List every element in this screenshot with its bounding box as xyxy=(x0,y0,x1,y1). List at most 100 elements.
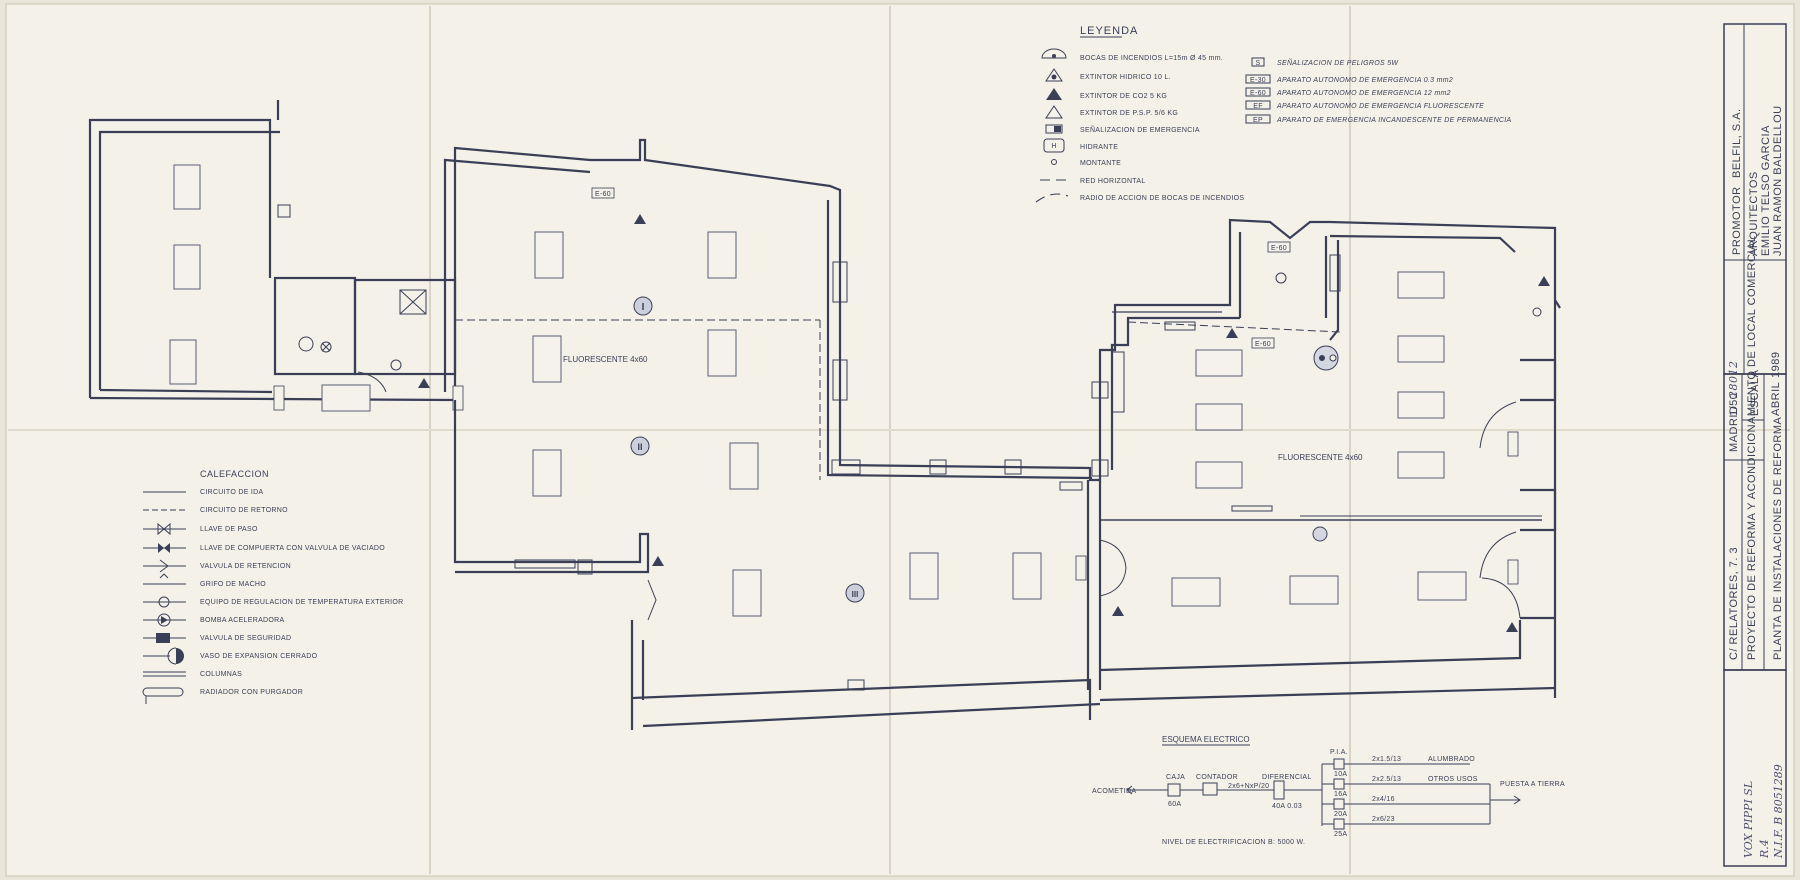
ceiling-luminaire xyxy=(729,442,759,490)
svg-text:EMILIO TELSO GARCIA: EMILIO TELSO GARCIA xyxy=(1760,125,1772,256)
riser-icon xyxy=(1051,159,1057,165)
ceiling-luminaire xyxy=(1195,403,1243,431)
ceiling-luminaire xyxy=(1195,461,1243,489)
scale-value: 1/50 xyxy=(1728,393,1740,416)
svg-text:ARQUITECTOS: ARQUITECTOS xyxy=(1748,171,1760,256)
emergency-sign-icon xyxy=(634,214,646,224)
ceiling-luminaire xyxy=(1397,391,1445,419)
svg-text:I: I xyxy=(642,302,645,313)
ceiling-luminaire xyxy=(909,552,939,600)
svg-text:E-60: E-60 xyxy=(595,191,611,198)
svg-text:VOX PIPPI SL: VOX PIPPI SL xyxy=(1742,781,1755,858)
circuit-row: 25A 2x6/23 xyxy=(1322,816,1490,838)
svg-text:LLAVE DE PASO: LLAVE DE PASO xyxy=(200,526,258,533)
svg-text:VASO DE EXPANSION CERRADO: VASO DE EXPANSION CERRADO xyxy=(200,653,318,660)
circuit-row: 20A 2x4/16 xyxy=(1322,796,1490,818)
handwritten-stamp: VOX PIPPI SL R.4 N.I.F. B 8051289 xyxy=(1742,764,1785,859)
svg-text:DIFERENCIAL: DIFERENCIAL xyxy=(1262,774,1312,781)
svg-text:P.I.A.: P.I.A. xyxy=(1330,749,1348,756)
svg-text:GRIFO DE MACHO: GRIFO DE MACHO xyxy=(200,581,266,588)
svg-text:2x4/16: 2x4/16 xyxy=(1372,796,1395,803)
svg-text:RED HORIZONTAL: RED HORIZONTAL xyxy=(1080,178,1146,185)
svg-text:APARATO AUTONOMO DE EMERGENCIA: APARATO AUTONOMO DE EMERGENCIA 12 mm2 xyxy=(1276,90,1451,97)
svg-text:HIDRANTE: HIDRANTE xyxy=(1080,144,1118,151)
ceiling-luminaire xyxy=(169,339,197,385)
hydrant-marker-iii: III xyxy=(845,583,865,603)
svg-text:EF: EF xyxy=(1253,103,1263,110)
ceiling-luminaire xyxy=(1397,271,1445,299)
ceiling-luminaire xyxy=(732,569,762,617)
svg-text:ABRIL: ABRIL xyxy=(1770,382,1782,416)
svg-text:E-60: E-60 xyxy=(1250,90,1266,97)
svg-text:EQUIPO DE REGULACION DE TEMPER: EQUIPO DE REGULACION DE TEMPERATURA EXTE… xyxy=(200,599,404,606)
emergency-sign-icon xyxy=(418,378,430,388)
circuit-row: 16A 2x2.5/13 OTROS USOS xyxy=(1322,776,1490,798)
fluorescent-label-left: FLUORESCENTE 4x60 xyxy=(563,355,648,364)
emergency-tag xyxy=(273,385,285,411)
floor-plan: FLUORESCENTE 4x60 I II III E-60 E-60 xyxy=(88,100,1561,730)
emergency-sign-icon xyxy=(1226,328,1238,338)
svg-text:BOCAS DE INCENDIOS L=15m Ø 4: BOCAS DE INCENDIOS L=15m Ø 45 mm. xyxy=(1080,55,1223,62)
svg-text:EP: EP xyxy=(1253,117,1263,124)
svg-text:PROMOTOR: PROMOTOR xyxy=(1731,186,1743,255)
svg-text:VALVULA DE RETENCION: VALVULA DE RETENCION xyxy=(200,563,291,570)
powder-extinguisher-icon xyxy=(1045,105,1063,119)
svg-text:EXTINTOR HIDRICO 10 L.: EXTINTOR HIDRICO 10 L. xyxy=(1080,74,1171,81)
svg-text:SEÑALIZACION DE PELIGROS 5W: SEÑALIZACION DE PELIGROS 5W xyxy=(1277,58,1399,67)
svg-text:MADRID: MADRID xyxy=(1728,406,1740,452)
svg-text:2x6/23: 2x6/23 xyxy=(1372,816,1395,823)
svg-text:BOMBA ACELERADORA: BOMBA ACELERADORA xyxy=(200,617,284,624)
hydrant-icon xyxy=(1043,138,1065,153)
svg-text:20A: 20A xyxy=(1334,811,1347,818)
ceiling-luminaire xyxy=(1289,575,1339,605)
svg-text:ACOMETIDA: ACOMETIDA xyxy=(1092,788,1136,795)
svg-text:NIVEL DE ELECTRIFICACION B: 50: NIVEL DE ELECTRIFICACION B: 5000 W. xyxy=(1162,839,1305,846)
emergency-sign-icon xyxy=(1506,622,1518,632)
svg-text:E-30: E-30 xyxy=(1250,77,1266,84)
svg-text:E-60: E-60 xyxy=(1255,341,1271,348)
svg-text:ESCALA: ESCALA xyxy=(1749,369,1761,416)
svg-text:APARATO AUTONOMO DE EMERGENCIA: APARATO AUTONOMO DE EMERGENCIA 0.3 mm2 xyxy=(1276,77,1453,84)
ceiling-luminaire xyxy=(173,164,201,210)
ceiling-luminaire xyxy=(707,231,737,279)
svg-text:APARATO AUTONOMO DE EMERGENCIA: APARATO AUTONOMO DE EMERGENCIA FLUORESCE… xyxy=(1276,103,1484,110)
svg-text:H: H xyxy=(1051,143,1056,150)
svg-text:25A: 25A xyxy=(1334,831,1347,838)
svg-text:ALUMBRADO: ALUMBRADO xyxy=(1428,756,1475,763)
svg-text:10A: 10A xyxy=(1334,771,1347,778)
svg-text:JUAN RAMON BALDELLOU: JUAN RAMON BALDELLOU xyxy=(1772,105,1784,256)
svg-text:16A: 16A xyxy=(1334,791,1347,798)
svg-text:2x2.5/13: 2x2.5/13 xyxy=(1372,776,1401,783)
fluorescent-label-right: FLUORESCENTE 4x60 xyxy=(1278,453,1363,462)
svg-text:60A: 60A xyxy=(1168,801,1181,808)
svg-text:40A 0.03: 40A 0.03 xyxy=(1272,803,1302,810)
title-block: PROMOTOR BELFIL, S.A. ARQUITECTOS EMILIO… xyxy=(1723,23,1787,867)
electric-title: ESQUEMA ELECTRICO xyxy=(1162,735,1250,744)
emergency-tag: E-60 xyxy=(591,187,615,199)
svg-text:RADIADOR CON PURGADOR: RADIADOR CON PURGADOR xyxy=(200,689,303,696)
fire-hose-icon xyxy=(1041,48,1067,59)
svg-text:RADIO DE ACCION DE BOCAS DE IN: RADIO DE ACCION DE BOCAS DE INCENDIOS xyxy=(1080,195,1244,202)
date-year: 1989 xyxy=(1770,352,1782,378)
svg-text:APARATO DE EMERGENCIA INCANDES: APARATO DE EMERGENCIA INCANDESCENTE DE P… xyxy=(1276,117,1512,124)
svg-text:PUESTA A TIERRA: PUESTA A TIERRA xyxy=(1500,781,1565,788)
svg-text:2x1.5/13: 2x1.5/13 xyxy=(1372,756,1401,763)
svg-text:2x6+NxP/20: 2x6+NxP/20 xyxy=(1228,783,1269,790)
plan-title: PLANTA DE INSTALACIONES DE REFORMA xyxy=(1772,416,1784,660)
ceiling-luminaire xyxy=(1195,349,1243,377)
emergency-tag xyxy=(1507,431,1519,457)
svg-text:II: II xyxy=(637,442,642,452)
hydrant-marker-ii: II xyxy=(630,436,650,456)
svg-text:MONTANTE: MONTANTE xyxy=(1080,160,1121,167)
svg-text:EXTINTOR DE CO2 5 KG: EXTINTOR DE CO2 5 KG xyxy=(1080,93,1167,100)
emergency-tag xyxy=(1075,555,1087,581)
emergency-tag xyxy=(1507,559,1519,585)
ceiling-luminaire xyxy=(1397,335,1445,363)
ceiling-luminaire xyxy=(707,329,737,377)
svg-text:CAJA: CAJA xyxy=(1166,774,1185,781)
action-radius-icon xyxy=(1035,193,1069,203)
hydrant-marker-i: I xyxy=(633,296,653,316)
heating-title: CALEFACCION xyxy=(200,469,269,479)
svg-text:28012: 28012 xyxy=(1727,361,1740,400)
